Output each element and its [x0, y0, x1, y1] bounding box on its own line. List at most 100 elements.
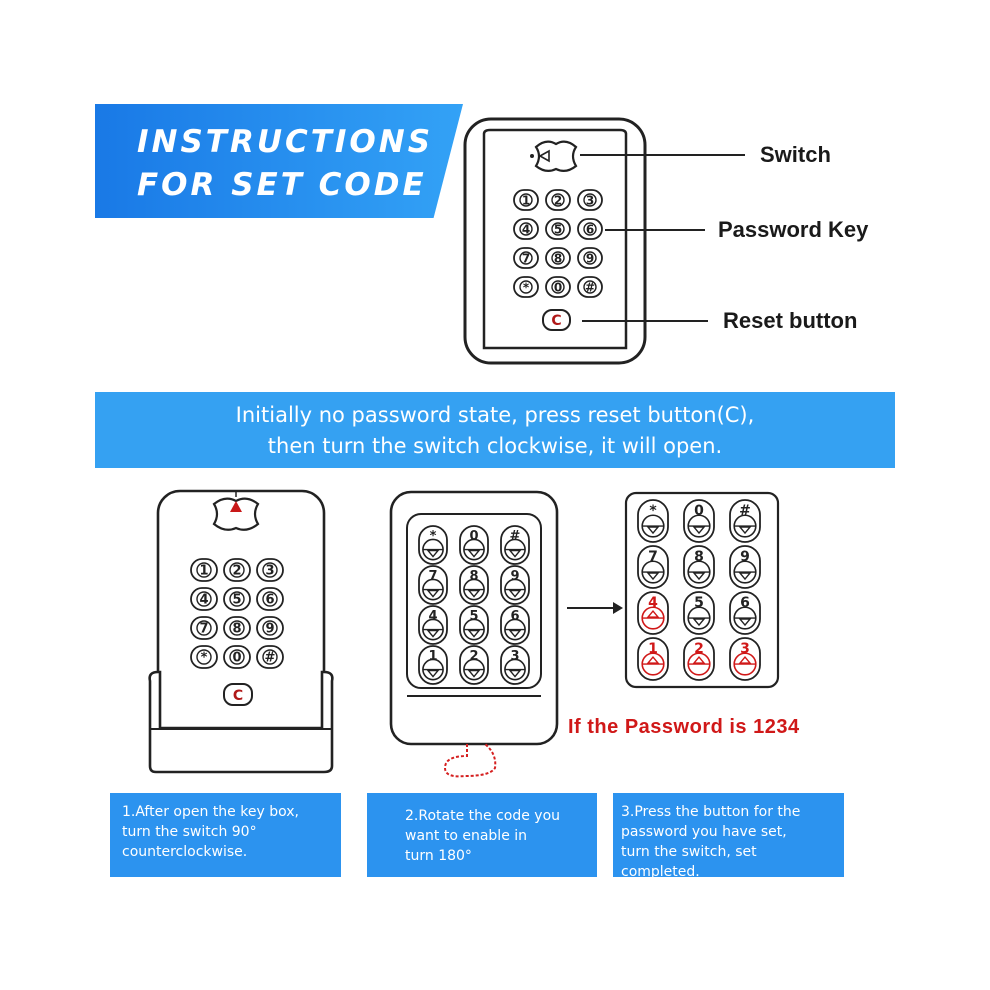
password-key-label: #: [585, 280, 595, 294]
step-2-line-1: 2.Rotate the code you: [405, 808, 561, 824]
password-key: 6: [577, 218, 603, 240]
password-key-label: 8: [554, 251, 562, 265]
highlight-key: 5: [683, 591, 715, 635]
highlight-key-label: 0: [694, 503, 704, 519]
highlight-key-label: *: [649, 503, 657, 519]
rotary-key: 0: [459, 525, 489, 565]
password-key: 3: [577, 189, 603, 211]
info-banner: Initially no password state, press reset…: [95, 392, 895, 468]
rotary-key: *: [418, 525, 448, 565]
step1-key-label: 3: [265, 564, 274, 579]
password-key-label: 3: [586, 193, 594, 207]
step1-key-label: 1: [199, 564, 208, 579]
rotary-key: #: [500, 525, 530, 565]
rotary-key-label: 0: [469, 529, 478, 544]
step-3-line-1: 3.Press the button for the: [621, 804, 801, 820]
highlight-key-label: 9: [740, 549, 750, 565]
rotary-key-label: 2: [469, 649, 478, 664]
rotary-key-label: #: [510, 529, 521, 544]
step-2-box: 2.Rotate the code you want to enable in …: [367, 793, 597, 877]
rotary-key-label: 7: [428, 569, 437, 584]
rotary-key-label: *: [430, 529, 437, 544]
step1-key: 2: [223, 558, 251, 582]
step1-key-label: 8: [232, 622, 241, 637]
rotary-key: 5: [459, 605, 489, 645]
step1-key: 0: [223, 645, 251, 669]
highlight-key: 6: [729, 591, 761, 635]
step-3-line-2: password you have set,: [621, 824, 787, 840]
highlight-key: 2: [683, 637, 715, 681]
switch-label: Switch: [760, 142, 831, 167]
step1-key-label: 2: [232, 564, 241, 579]
info-line-2: then turn the switch clockwise, it will …: [267, 434, 723, 458]
reset-key: C: [223, 683, 253, 706]
step1-key: *: [190, 645, 218, 669]
step1-key-label: 4: [199, 593, 208, 608]
highlight-key-label: 8: [694, 549, 704, 565]
step1-key-label: 9: [265, 622, 274, 637]
highlight-key: *: [637, 499, 669, 543]
highlight-key-label: 7: [648, 549, 658, 565]
password-key: *: [513, 276, 539, 298]
password-key: 8: [545, 247, 571, 269]
reset-key: C: [542, 309, 571, 331]
password-key: 9: [577, 247, 603, 269]
step1-key-label: 6: [265, 593, 274, 608]
password-key-label: 6: [586, 222, 594, 236]
password-key: 1: [513, 189, 539, 211]
highlight-key: 1: [637, 637, 669, 681]
step1-key: 6: [256, 587, 284, 611]
highlight-key: 3: [729, 637, 761, 681]
reset-button-label: Reset button: [723, 308, 858, 333]
step-1-line-2: turn the switch 90°: [122, 824, 257, 840]
rotary-key-label: 1: [428, 649, 437, 664]
step-3-line-3: turn the switch, set completed.: [621, 844, 757, 880]
highlight-key: 4: [637, 591, 669, 635]
password-key-label: 7: [522, 251, 530, 265]
rotary-key-label: 5: [469, 609, 478, 624]
password-key-label: Password Key: [718, 217, 869, 242]
title-line-2: FOR SET CODE: [137, 167, 427, 203]
rotary-key: 1: [418, 645, 448, 685]
password-key-label: 5: [554, 222, 562, 236]
rotary-key-label: 3: [510, 649, 519, 664]
rotary-key: 2: [459, 645, 489, 685]
password-key: 4: [513, 218, 539, 240]
password-key-label: *: [523, 280, 530, 294]
step1-key: 8: [223, 616, 251, 640]
highlight-key: 7: [637, 545, 669, 589]
rotary-key-label: 9: [510, 569, 519, 584]
step-3-box: 3.Press the button for the password you …: [613, 793, 844, 880]
highlight-key-label: #: [739, 503, 751, 519]
switch-icon: [530, 140, 578, 173]
step-1-line-1: 1.After open the key box,: [122, 804, 299, 820]
step1-key-label: *: [201, 651, 208, 666]
password-key: 7: [513, 247, 539, 269]
step-1-line-3: counterclockwise.: [122, 844, 248, 860]
switch-icon: [212, 491, 260, 531]
highlight-key: 9: [729, 545, 761, 589]
highlight-key-label: 1: [648, 641, 658, 657]
step1-key-label: #: [265, 651, 276, 666]
rotary-key: 6: [500, 605, 530, 645]
title-line-1: INSTRUCTIONS: [137, 124, 434, 160]
step1-key: 5: [223, 587, 251, 611]
password-key-label: 4: [522, 222, 530, 236]
step1-key-label: 5: [232, 593, 241, 608]
info-line-1: Initially no password state, press reset…: [235, 403, 755, 427]
rotary-key: 7: [418, 565, 448, 605]
rotary-key-label: 4: [428, 609, 437, 624]
password-key: 5: [545, 218, 571, 240]
highlight-key-label: 2: [694, 641, 704, 657]
step1-key-label: 0: [232, 651, 241, 666]
highlight-key-label: 6: [740, 595, 750, 611]
